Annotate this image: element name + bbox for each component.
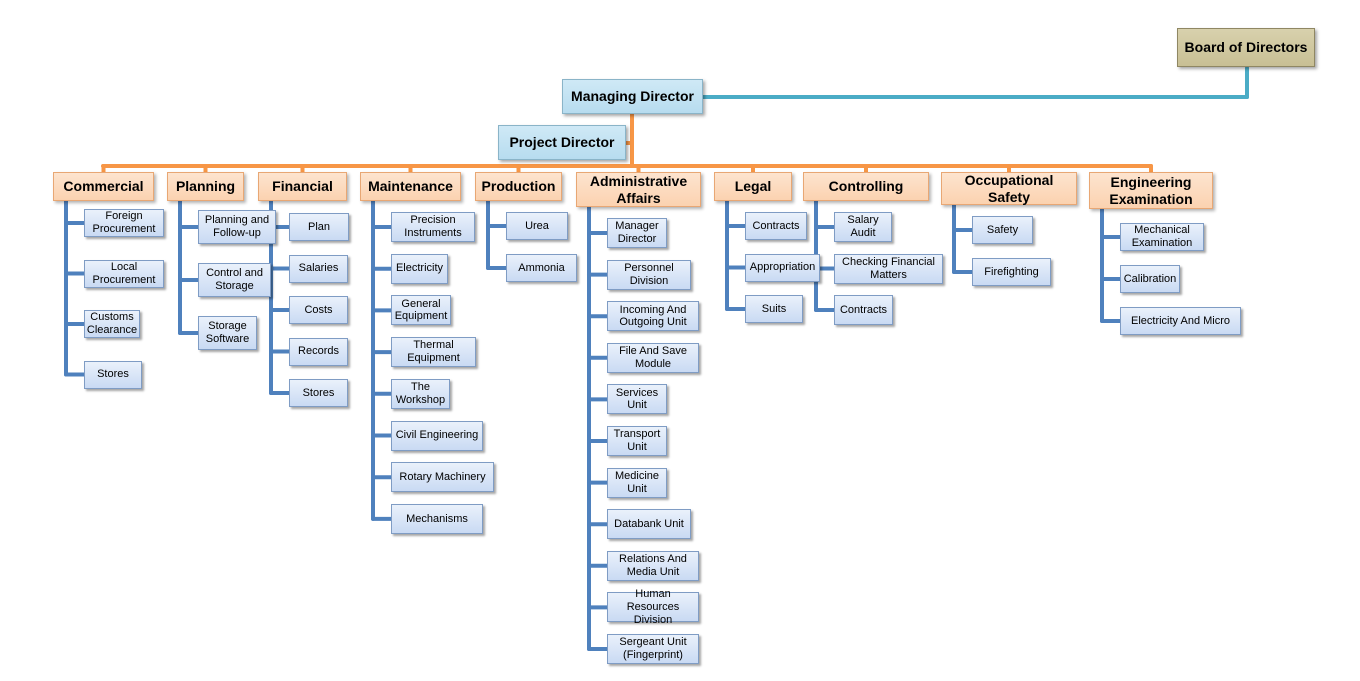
- unit-box-storage-software: Storage Software: [198, 316, 257, 350]
- unit-box-contracts: Contracts: [834, 295, 893, 325]
- unit-box-customs-clearance: Customs Clearance: [84, 310, 140, 338]
- project-director-box: Project Director: [498, 125, 626, 160]
- unit-box-checking-financial-matters: Checking Financial Matters: [834, 253, 943, 284]
- unit-box-stores: Stores: [84, 360, 142, 389]
- unit-box-calibration: Calibration: [1120, 265, 1180, 293]
- unit-box-salaries: Salaries: [289, 254, 348, 283]
- unit-box-plan: Plan: [289, 213, 349, 241]
- unit-box-urea: Urea: [506, 212, 568, 240]
- unit-box-suits: Suits: [745, 295, 803, 323]
- unit-box-contracts: Contracts: [745, 212, 807, 240]
- unit-box-medicine-unit: Medicine Unit: [607, 467, 667, 498]
- unit-box-manager-director: Manager Director: [607, 218, 667, 248]
- unit-box-transport-unit: Transport Unit: [607, 426, 667, 456]
- unit-box-local-procurement: Local Procurement: [84, 259, 164, 288]
- department-box-production: Production: [475, 172, 562, 201]
- unit-box-thermal-equipment: Thermal Equipment: [391, 337, 476, 368]
- unit-box-costs: Costs: [289, 296, 348, 324]
- department-box-engineering-examination: Engineering Examination: [1089, 172, 1213, 209]
- department-box-controlling: Controlling: [803, 172, 929, 201]
- unit-box-stores: Stores: [289, 379, 348, 407]
- department-box-administrative-affairs: Administrative Affairs: [576, 172, 701, 207]
- unit-box-firefighting: Firefighting: [972, 258, 1051, 286]
- unit-box-mechanical-examination: Mechanical Examination: [1120, 223, 1204, 251]
- unit-box-incoming-and-outgoing-unit: Incoming And Outgoing Unit: [607, 301, 699, 332]
- unit-box-civil-engineering: Civil Engineering: [391, 420, 483, 451]
- unit-box-control-and-storage: Control and Storage: [198, 263, 271, 297]
- unit-box-appropriation: Appropriation: [745, 253, 820, 282]
- unit-box-relations-and-media-unit: Relations And Media Unit: [607, 550, 699, 581]
- unit-box-precision-instruments: Precision Instruments: [391, 212, 475, 242]
- managing-director-box: Managing Director: [562, 79, 703, 114]
- department-box-legal: Legal: [714, 172, 792, 201]
- unit-box-planning-and-follow-up: Planning and Follow-up: [198, 210, 276, 244]
- unit-box-ammonia: Ammonia: [506, 254, 577, 282]
- unit-box-electricity: Electricity: [391, 253, 448, 284]
- unit-box-general-equipment: General Equipment: [391, 295, 451, 326]
- department-box-occupational-safety: Occupational Safety: [941, 172, 1077, 205]
- unit-box-rotary-machinery: Rotary Machinery: [391, 462, 494, 493]
- unit-box-services-unit: Services Unit: [607, 384, 667, 415]
- unit-box-mechanisms: Mechanisms: [391, 503, 483, 534]
- unit-box-the-workshop: The Workshop: [391, 378, 450, 409]
- unit-box-personnel-division: Personnel Division: [607, 259, 691, 290]
- department-box-planning: Planning: [167, 172, 244, 201]
- unit-box-safety: Safety: [972, 216, 1033, 244]
- unit-box-electricity-and-micro: Electricity And Micro: [1120, 307, 1241, 335]
- board-of-directors-box: Board of Directors: [1177, 28, 1315, 67]
- department-box-commercial: Commercial: [53, 172, 154, 201]
- unit-box-sergeant-unit-fingerprint: Sergeant Unit (Fingerprint): [607, 634, 699, 664]
- department-box-maintenance: Maintenance: [360, 172, 461, 201]
- department-box-financial: Financial: [258, 172, 347, 201]
- unit-box-file-and-save-module: File And Save Module: [607, 342, 699, 373]
- unit-box-databank-unit: Databank Unit: [607, 509, 691, 540]
- unit-box-salary-audit: Salary Audit: [834, 212, 892, 242]
- unit-box-foreign-procurement: Foreign Procurement: [84, 209, 164, 237]
- unit-box-human-resources-division: Human Resources Division: [607, 588, 699, 626]
- unit-box-records: Records: [289, 337, 348, 366]
